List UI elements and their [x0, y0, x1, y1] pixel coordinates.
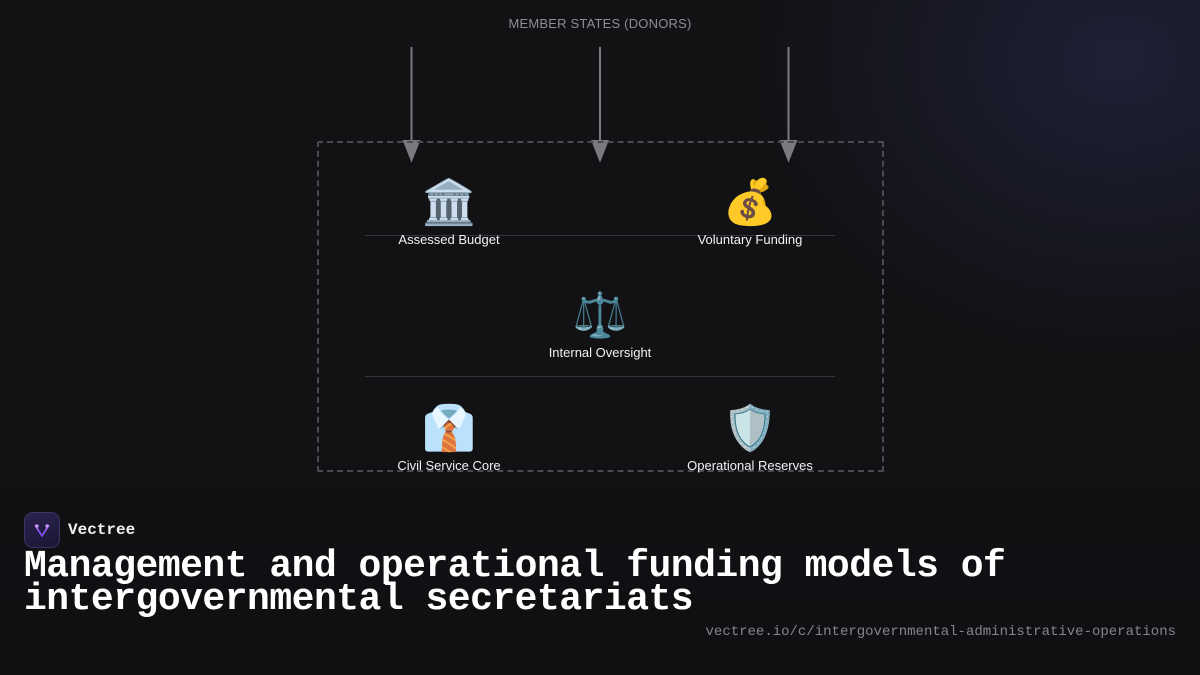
- node-label: Assessed Budget: [398, 232, 500, 247]
- node-internal-oversight[interactable]: ⚖️ Internal Oversight: [500, 291, 700, 360]
- funding-diagram: MEMBER STATES (DONORS) 🏛️ Assessed Budge…: [317, 16, 884, 473]
- node-label: Civil Service Core: [397, 458, 501, 473]
- node-operational-reserves[interactable]: 🛡️ Operational Reserves: [650, 404, 850, 473]
- node-label: Internal Oversight: [548, 345, 652, 360]
- divider-lower: [365, 376, 835, 377]
- secretariat-boundary: [317, 141, 884, 472]
- node-assessed-budget[interactable]: 🏛️ Assessed Budget: [349, 178, 549, 247]
- source-url[interactable]: vectree.io/c/intergovernmental-administr…: [705, 624, 1176, 640]
- brand-name: Vectree: [68, 521, 136, 539]
- money-bag-icon: 💰: [722, 178, 778, 227]
- divider-upper: [365, 235, 835, 236]
- bank-building-icon: 🏛️: [421, 178, 477, 227]
- brand[interactable]: Vectree: [24, 512, 135, 548]
- business-suit-icon: 👔: [421, 404, 477, 453]
- vectree-logo-icon: [24, 512, 60, 548]
- node-label: Voluntary Funding: [697, 232, 803, 247]
- source-label: MEMBER STATES (DONORS): [508, 16, 692, 31]
- node-civil-service-core[interactable]: 👔 Civil Service Core: [349, 404, 549, 473]
- node-label: Operational Reserves: [687, 458, 813, 473]
- page-title: Management and operational funding model…: [24, 545, 1006, 621]
- node-voluntary-funding[interactable]: 💰 Voluntary Funding: [650, 178, 850, 247]
- shield-icon: 🛡️: [722, 404, 778, 453]
- balance-scale-icon: ⚖️: [572, 291, 628, 340]
